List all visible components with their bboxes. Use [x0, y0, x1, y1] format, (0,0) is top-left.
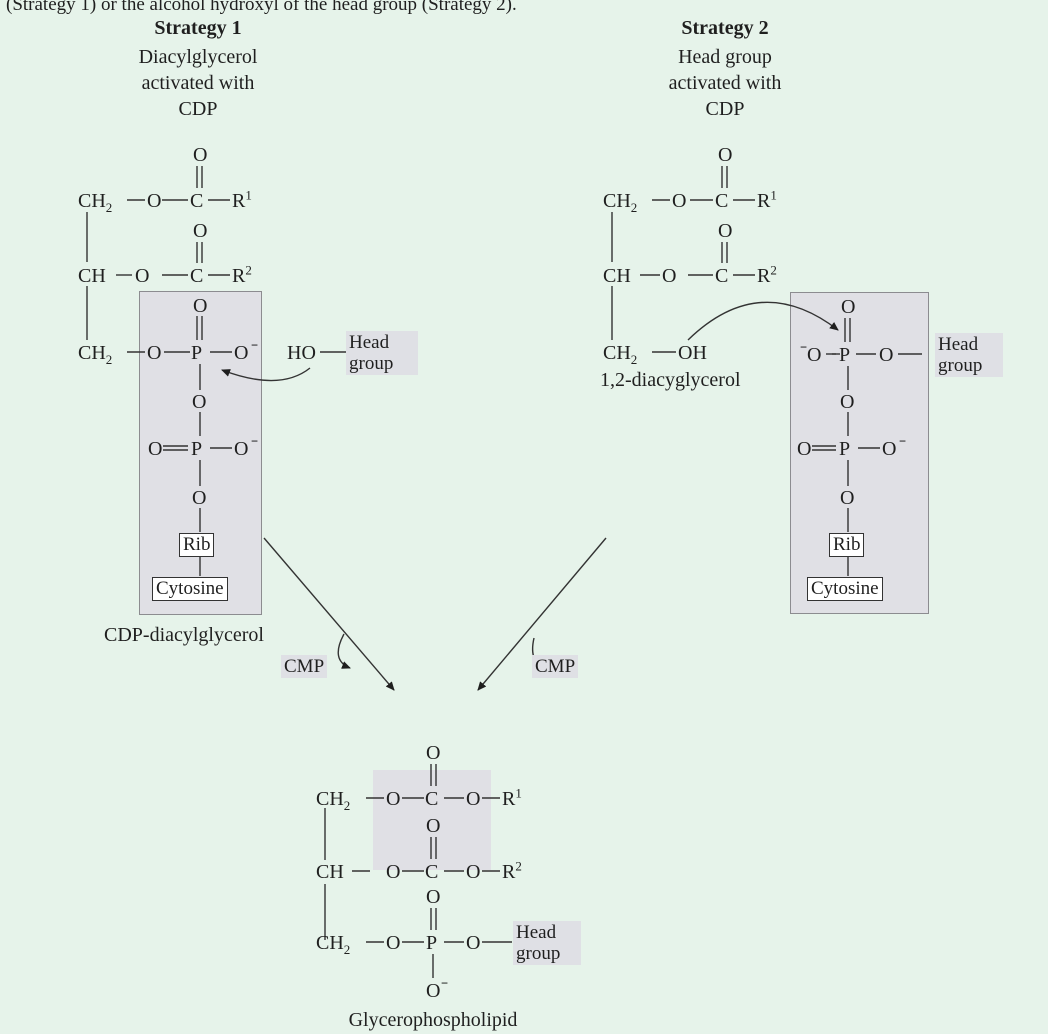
s1-carbonyl-o2: O [193, 220, 208, 242]
p-carbonyl-o1: O [426, 742, 441, 764]
s1-charge-2: − [251, 434, 259, 448]
s1-ho: HO [287, 342, 316, 364]
s2-cytosine-box: Cytosine [807, 577, 883, 601]
s1-molecule-label: CDP-diacylglycerol [104, 624, 264, 646]
s1-ch2-bottom: CH2 [78, 342, 113, 367]
s1-anhydride-o: O [192, 391, 207, 413]
p-phosphorus: P [426, 932, 438, 954]
p-ch: CH [316, 861, 344, 883]
s1-cmp-tag: CMP [281, 655, 328, 678]
p-o-head: O [466, 932, 481, 954]
s1-r1: R1 [232, 187, 252, 212]
s2-rib-box: Rib [829, 533, 865, 557]
s2-phosphorus-2: P [839, 438, 851, 460]
strategy2-description: Head group activated with CDP [669, 44, 782, 122]
phosphate-highlight-box-product [373, 770, 491, 870]
s1-carbon-1: C [190, 190, 204, 212]
p-ester-o1: O [386, 788, 401, 810]
s2-o-minus-1: O [807, 344, 822, 366]
s2-carbonyl-o1: O [718, 144, 733, 166]
s2-cmp-tag: CMP [532, 655, 579, 678]
s1-charge-1: − [251, 338, 259, 352]
s1-phosphorus-1: P [191, 342, 203, 364]
product-label: Glycerophospholipid [348, 1009, 518, 1031]
s2-carbon-2: C [715, 265, 729, 287]
s1-phosphorus-2: P [191, 438, 203, 460]
s1-bridge-o: O [147, 342, 162, 364]
s1-r2: R2 [232, 262, 252, 287]
s2-o-double: O [797, 438, 812, 460]
s2-molecule-label: 1,2-diacyglycerol [600, 369, 741, 391]
p-carbonyl-o2: O [426, 815, 441, 837]
s2-ester-o1: O [672, 190, 687, 212]
s1-rib-box: Rib [179, 533, 215, 557]
p-phosphoryl-o: O [426, 886, 441, 908]
s1-ribose-o: O [192, 487, 207, 509]
cdp-highlight-box-strategy2 [790, 292, 929, 614]
p-carbon-1: C [425, 788, 439, 810]
p-carbon-2: C [425, 861, 439, 883]
s2-o-minus-2: O [882, 438, 897, 460]
s1-carbonyl-o1: O [193, 144, 208, 166]
strategy1-desc-line3: CDP [178, 98, 218, 120]
s1-phosphoryl-o: O [193, 295, 208, 317]
s2-anhydride-o: O [840, 391, 855, 413]
strategy2-desc-line3: CDP [705, 98, 745, 120]
strategy1-description: Diacylglycerol activated with CDP [139, 44, 258, 122]
p-o-2: O [466, 861, 481, 883]
s2-ester-o2: O [662, 265, 677, 287]
s2-phosphorus-1: P [839, 344, 851, 366]
s1-ester-o1: O [147, 190, 162, 212]
strategy2-desc-line1: Head group [678, 46, 772, 68]
s2-charge-2: − [899, 434, 907, 448]
s1-o-minus-2: O [234, 438, 249, 460]
s2-r2: R2 [757, 262, 777, 287]
p-o-1: O [466, 788, 481, 810]
strategy1-desc-line2: activated with [141, 72, 255, 94]
strategy1-desc-line1: Diacylglycerol [138, 46, 258, 68]
p-bridge-o: O [386, 932, 401, 954]
s2-ch: CH [603, 265, 631, 287]
s2-ch2-top: CH2 [603, 190, 638, 215]
s2-phosphoryl-o: O [841, 296, 856, 318]
p-r1: R1 [502, 785, 522, 810]
s2-ch2-bottom: CH2 [603, 342, 638, 367]
s2-carbonyl-o2: O [718, 220, 733, 242]
strategy2-desc-line2: activated with [668, 72, 782, 94]
s2-ribose-o: O [840, 487, 855, 509]
s1-head-group-tag: Head group [346, 331, 418, 375]
s2-head-group-tag: Head group [935, 333, 1003, 377]
p-r2: R2 [502, 858, 522, 883]
s1-cytosine-box: Cytosine [152, 577, 228, 601]
p-ch2-bottom: CH2 [316, 932, 351, 957]
s2-carbon-1: C [715, 190, 729, 212]
s1-ch2-top: CH2 [78, 190, 113, 215]
s2-oh: OH [678, 342, 707, 364]
p-ch2-top: CH2 [316, 788, 351, 813]
strategy2-title: Strategy 2 [681, 17, 769, 39]
s2-r1: R1 [757, 187, 777, 212]
s1-o-minus-1: O [234, 342, 249, 364]
s1-ch: CH [78, 265, 106, 287]
p-o-minus: O [426, 980, 441, 1002]
s1-ester-o2: O [135, 265, 150, 287]
p-charge: − [441, 976, 449, 990]
p-ester-o2: O [386, 861, 401, 883]
caption: (Strategy 1) or the alcohol hydroxyl of … [6, 0, 517, 15]
s1-o-double: O [148, 438, 163, 460]
p-head-group-tag: Head group [513, 921, 581, 965]
s2-bridge-o: O [879, 344, 894, 366]
s1-carbon-2: C [190, 265, 204, 287]
strategy1-title: Strategy 1 [154, 17, 242, 39]
s2-charge-1: − [800, 340, 808, 354]
